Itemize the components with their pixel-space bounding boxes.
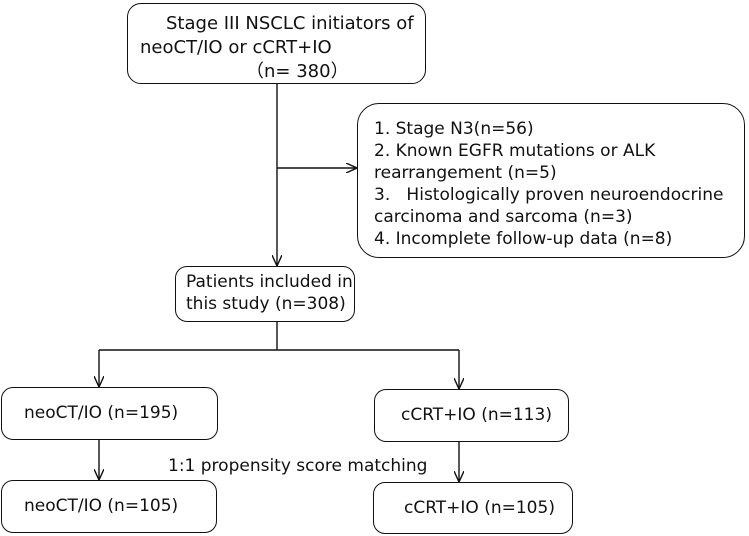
exclusion-line-3: rearrangement (n=5) [374, 163, 557, 183]
propensity-matching-label: 1:1 propensity score matching [168, 456, 428, 476]
neoct-before-label: neoCT/IO (n=195) [24, 403, 179, 423]
initial-line-2: neoCT/IO or cCRT+IO [140, 37, 332, 58]
exclusion-line-6: 4. Incomplete follow-up data (n=8) [374, 229, 673, 249]
initial-line-3: （n= 380） [246, 61, 349, 82]
exclusion-line-4: 3. Histologically proven neuroendocrine [374, 185, 724, 205]
exclusion-line-2: 2. Known EGFR mutations or ALK [374, 141, 656, 161]
neoct-io-before-box: neoCT/IO (n=195) [1, 387, 218, 440]
neoct-after-label: neoCT/IO (n=105) [24, 496, 179, 516]
initial-cohort-box: Stage III NSCLC initiators of neoCT/IO o… [127, 3, 426, 84]
exclusion-line-1: 1. Stage N3(n=56) [374, 119, 534, 139]
included-line-1: Patients included in [186, 272, 353, 292]
exclusion-line-5: carcinoma and sarcoma (n=3) [374, 207, 633, 227]
initial-line-1: Stage III NSCLC initiators of [166, 13, 414, 34]
ccrt-io-before-box: cCRT+IO (n=113) [374, 389, 569, 442]
exclusion-criteria-box: 1. Stage N3(n=56) 2. Known EGFR mutation… [357, 103, 745, 258]
ccrt-before-label: cCRT+IO (n=113) [401, 405, 552, 425]
included-patients-box: Patients included in this study (n=308) [175, 266, 355, 322]
ccrt-after-label: cCRT+IO (n=105) [404, 498, 555, 518]
neoct-io-after-box: neoCT/IO (n=105) [1, 480, 217, 533]
ccrt-io-after-box: cCRT+IO (n=105) [373, 482, 573, 534]
included-line-2: this study (n=308) [186, 294, 346, 314]
